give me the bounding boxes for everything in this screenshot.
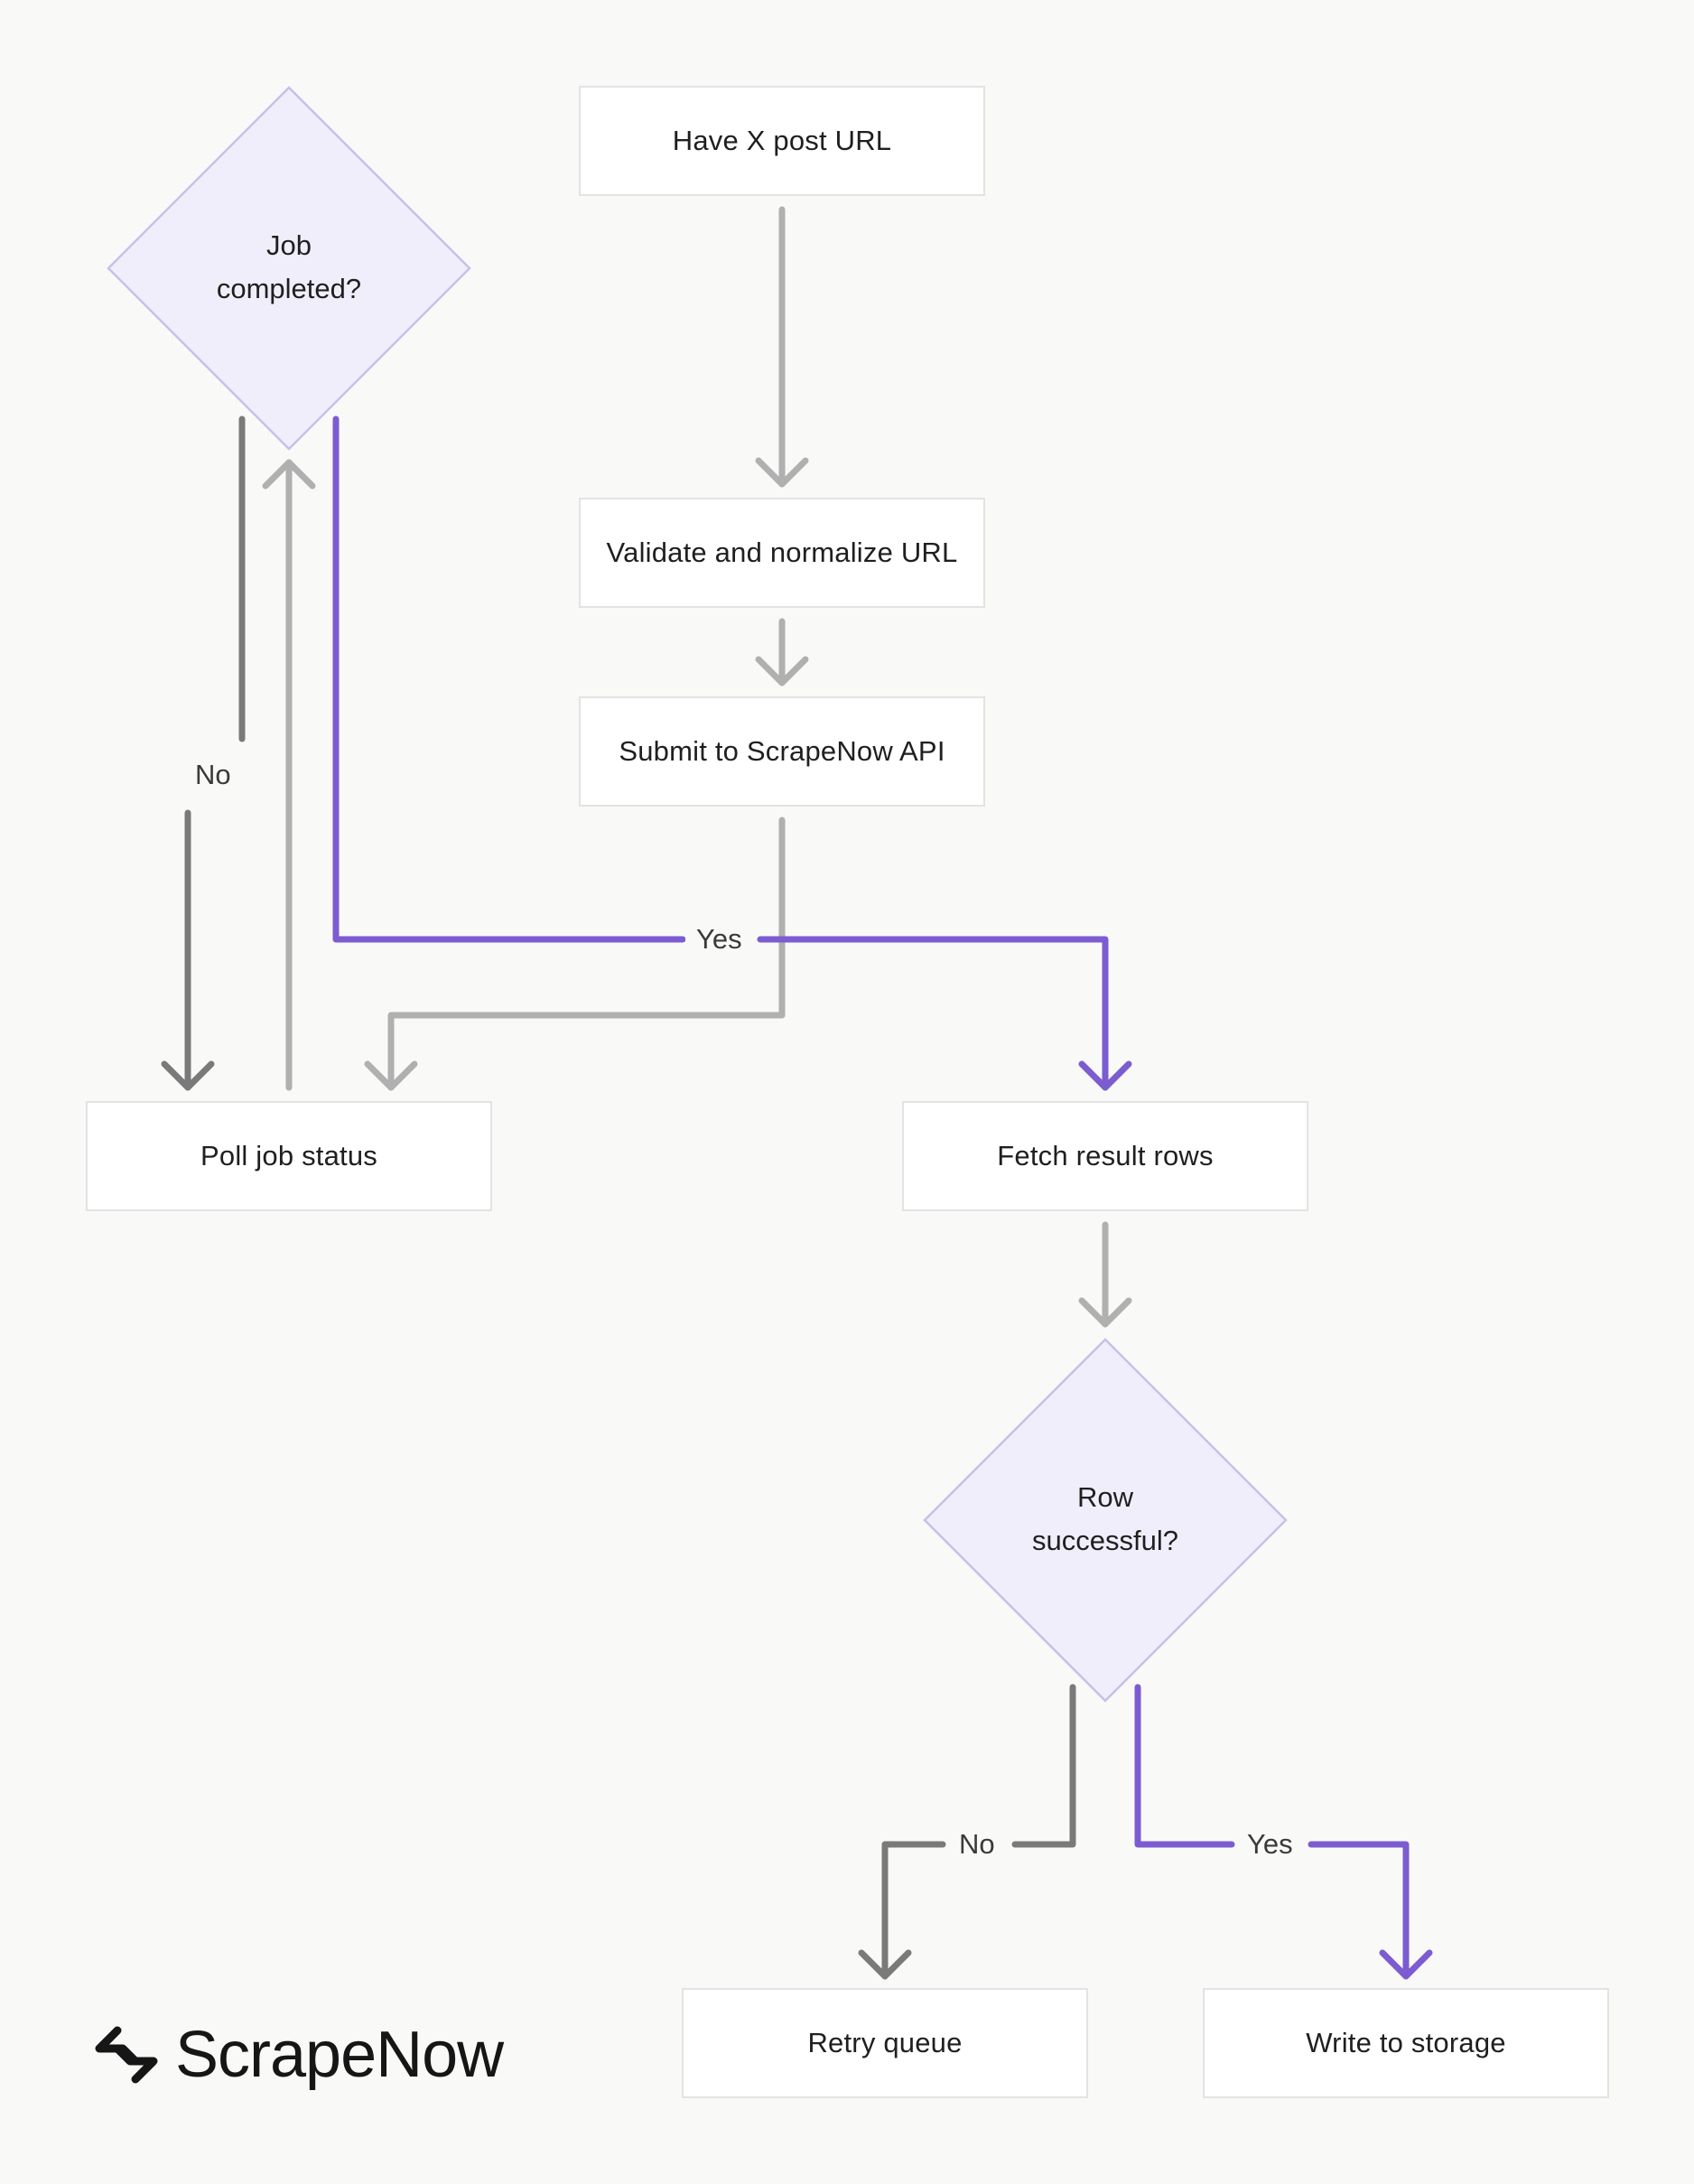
node-have-url-label: Have X post URL	[672, 125, 892, 156]
connector-submit-to-poll-arrowhead	[364, 1060, 418, 1091]
node-validate-url-label: Validate and normalize URL	[606, 537, 958, 568]
connector-poll-to-decision-arrowhead	[262, 459, 316, 490]
node-retry-queue-label: Retry queue	[807, 2027, 963, 2058]
node-submit-api-label: Submit to ScrapeNow API	[619, 735, 945, 767]
node-submit-api: Submit to ScrapeNow API	[579, 696, 985, 807]
edge-label-job-yes: Yes	[685, 921, 753, 957]
connector-job-yes-arrowhead	[1078, 1060, 1132, 1091]
scrapenow-logo-icon	[95, 2026, 158, 2084]
connector-row-no-right	[1011, 1684, 1076, 1848]
node-validate-url: Validate and normalize URL	[579, 498, 985, 608]
node-fetch-rows-label: Fetch result rows	[997, 1140, 1214, 1171]
connector-job-yes-left	[332, 415, 686, 943]
connector-submit-to-poll	[387, 817, 786, 1091]
decision-row-line1: Row	[1076, 1481, 1133, 1513]
decision-job-line1: Job	[266, 229, 312, 261]
connector-row-no-left	[881, 1841, 946, 1980]
connector-have-to-validate-arrowhead	[755, 457, 809, 488]
edge-label-row-no: No	[948, 1826, 1006, 1862]
connector-job-yes-right	[757, 936, 1109, 1091]
node-fetch-rows: Fetch result rows	[902, 1101, 1308, 1211]
decision-row-line2: successful?	[1032, 1525, 1178, 1556]
node-retry-queue: Retry queue	[682, 1988, 1088, 2098]
connector-fetch-to-decision-arrowhead	[1078, 1297, 1132, 1328]
node-poll-status: Poll job status	[86, 1101, 492, 1211]
connector-row-yes-arrowhead	[1379, 1949, 1433, 1980]
edge-label-job-no: No	[184, 757, 242, 793]
node-write-storage-label: Write to storage	[1306, 2027, 1506, 2058]
connector-row-yes-right	[1308, 1841, 1410, 1980]
brand-logo: ScrapeNow	[90, 2019, 504, 2091]
connector-job-no-arrowhead	[161, 1060, 215, 1091]
node-write-storage: Write to storage	[1203, 1988, 1609, 2098]
connector-row-yes-left	[1134, 1684, 1235, 1848]
edge-label-row-yes: Yes	[1236, 1826, 1304, 1862]
decision-row-successful-label: Row successful?	[961, 1476, 1250, 1563]
connector-row-no-arrowhead	[858, 1949, 912, 1980]
decision-job-line2: completed?	[216, 273, 362, 304]
connector-validate-to-submit-arrowhead	[755, 656, 809, 686]
decision-row-successful-diamond	[923, 1338, 1288, 1703]
node-poll-status-label: Poll job status	[200, 1140, 377, 1171]
decision-job-completed-label: Job completed?	[144, 224, 433, 311]
node-have-url: Have X post URL	[579, 86, 985, 196]
decision-job-completed-diamond	[107, 86, 471, 451]
brand-name: ScrapeNow	[175, 2019, 504, 2091]
